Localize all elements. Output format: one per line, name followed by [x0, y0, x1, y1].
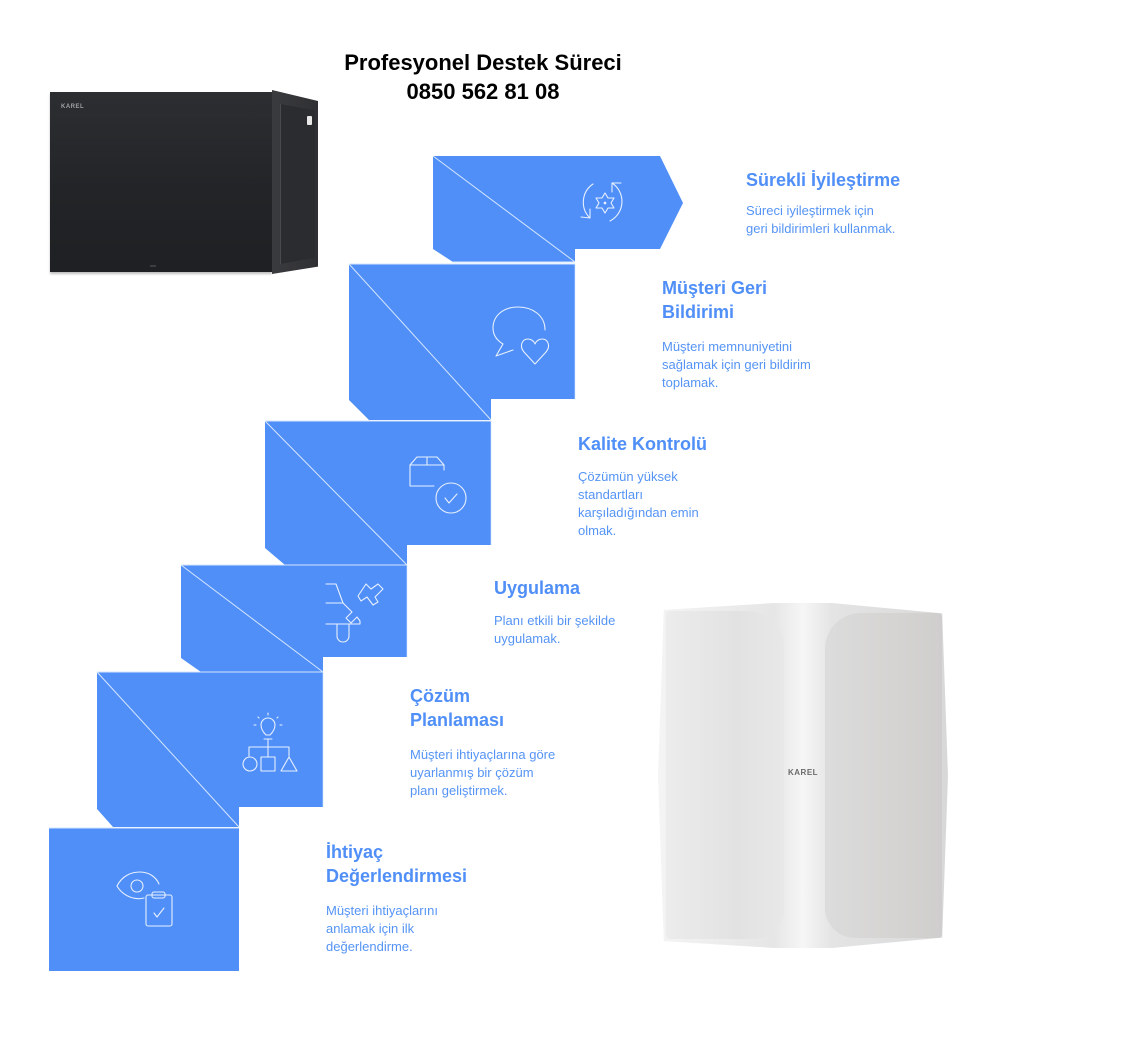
step-2-block	[96, 671, 324, 828]
wireless-device-image: KAREL	[658, 603, 948, 948]
robotic-arm-icon	[325, 583, 384, 643]
phone-number: 0850 562 81 08	[406, 79, 560, 104]
cabinet-indicator	[150, 265, 156, 267]
step-4-title: Kalite Kontrolü	[578, 434, 707, 454]
step-6-block	[432, 155, 683, 263]
step-2-description: Müşteri ihtiyaçlarına göre uyarlanmış bi…	[410, 747, 556, 798]
box-check-icon	[409, 456, 467, 514]
step-4-block	[264, 420, 492, 566]
step-4-description: Çözümün yüksek standartları karşıladığın…	[578, 469, 699, 538]
device-left-panel	[666, 611, 784, 939]
step-3-text: Uygulama Planı etkili bir şekilde uygula…	[494, 576, 694, 648]
step-2-title: Çözüm Planlaması	[410, 686, 505, 730]
step-6-title: Sürekli İyileştirme	[746, 170, 901, 190]
device-right-panel	[825, 613, 942, 938]
step-6-text: Sürekli İyileştirme Süreci iyileştirmek …	[746, 168, 966, 238]
eye-clipboard-check-icon	[116, 871, 173, 927]
step-1-title: İhtiyaç Değerlendirmesi	[326, 842, 468, 886]
step-4-text: Kalite Kontrolü Çözümün yüksek standartl…	[578, 432, 778, 540]
cabinet-logo: KAREL	[61, 104, 85, 110]
step-2-text: Çözüm Planlaması Müşteri ihtiyaçlarına g…	[410, 684, 630, 800]
step-5-description: Müşteri memnuniyetini sağlamak için geri…	[662, 339, 811, 390]
title-text: Profesyonel Destek Süreci	[344, 50, 622, 75]
chat-heart-icon	[492, 306, 550, 365]
step-3-block	[180, 564, 408, 673]
device-logo: KAREL	[788, 768, 819, 777]
pbx-cabinet-image: KAREL	[50, 90, 318, 278]
cabinet-side-door	[280, 104, 315, 264]
step-5-title: Müşteri Geri Bildirimi	[662, 278, 768, 322]
lightbulb-hierarchy-icon	[242, 712, 298, 772]
step-1-description: Müşteri ihtiyaçlarını anlamak için ilk d…	[326, 903, 438, 954]
step-5-text: Müşteri Geri Bildirimi Müşteri memnuniye…	[662, 276, 882, 392]
step-5-block	[348, 263, 576, 421]
step-3-description: Planı etkili bir şekilde uygulamak.	[494, 613, 616, 646]
step-6-description: Süreci iyileştirmek için geri bildirimle…	[746, 203, 896, 236]
step-3-title: Uygulama	[494, 578, 581, 598]
cabinet-front-panel	[50, 92, 272, 272]
step-1-text: İhtiyaç Değerlendirmesi Müşteri ihtiyaçl…	[326, 840, 546, 956]
gear-refresh-icon	[580, 182, 623, 222]
page-title: Profesyonel Destek Süreci 0850 562 81 08	[300, 48, 666, 106]
step-1-block	[49, 827, 239, 971]
cabinet-lock-icon	[307, 116, 312, 125]
